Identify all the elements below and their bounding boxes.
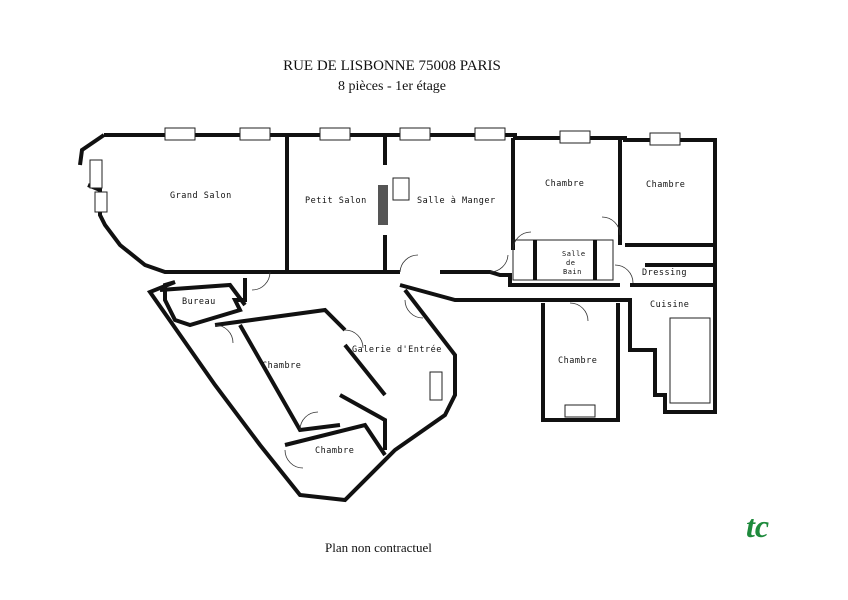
agency-logo: tc: [746, 508, 769, 544]
dressing-walls: [625, 243, 715, 287]
plan-address: RUE DE LISBONNE 75008 PARIS: [283, 58, 501, 74]
label-grand-salon: Grand Salon: [170, 191, 232, 201]
corridor-north-wall: [250, 270, 620, 287]
label-petit-salon: Petit Salon: [305, 196, 367, 206]
label-chambre-3: Chambre: [558, 356, 597, 366]
label-bureau: Bureau: [182, 297, 216, 307]
label-galerie: Galerie d'Entrée: [352, 344, 442, 355]
disclaimer: Plan non contractuel: [325, 540, 432, 555]
bureau-walls: [159, 282, 247, 307]
outer-wall-east: [620, 265, 717, 414]
southwest-wing-walls: [146, 278, 457, 503]
fireplaces: [378, 177, 410, 225]
label-cuisine: Cuisine: [650, 300, 689, 310]
label-chambre-2: Chambre: [646, 180, 685, 190]
galerie-inner-walls: [214, 307, 387, 450]
label-salle-de-bain-3: Bain: [563, 268, 582, 276]
kitchen-counter: [669, 317, 711, 404]
corridor-south-wall: [399, 283, 620, 302]
bathroom-outline: [512, 239, 614, 281]
label-salle-de-bain-2: de: [566, 259, 575, 267]
windows: [89, 127, 681, 418]
label-salle-de-bain-1: Salle: [562, 250, 586, 258]
bathroom-walls: [533, 240, 597, 280]
label-chambre-5: Chambre: [315, 446, 354, 456]
outer-wall-north: [104, 133, 717, 265]
plan-subtitle: 8 pièces - 1er étage: [337, 79, 447, 94]
label-chambre-1: Chambre: [545, 179, 584, 189]
chambre-5-walls: [284, 422, 387, 457]
chambre-3-walls: [541, 303, 620, 422]
label-chambre-4: Chambre: [262, 361, 301, 371]
door-swings: [214, 216, 634, 469]
label-dressing: Dressing: [642, 268, 687, 278]
logo-letters: tc: [746, 508, 769, 544]
label-salle-a-manger: Salle à Manger: [417, 196, 496, 206]
